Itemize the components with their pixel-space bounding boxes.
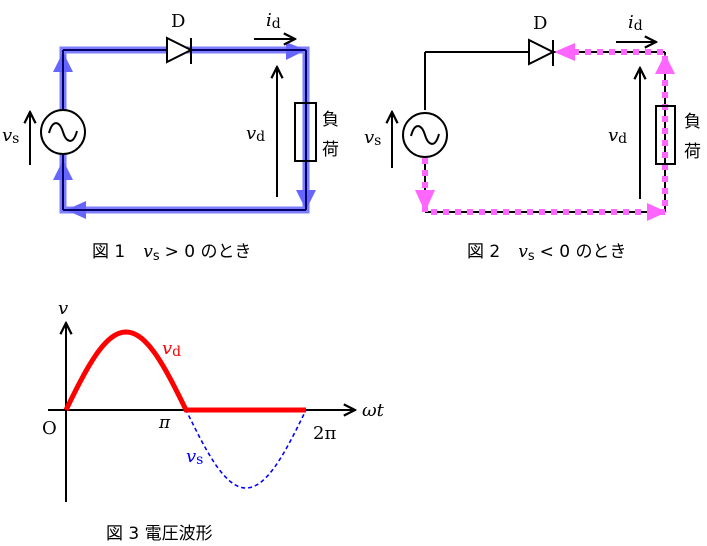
vd-series-line	[63, 329, 306, 413]
figure-3-caption: 図 3 電圧波形	[106, 524, 213, 544]
vd-label: vd	[246, 123, 265, 145]
ac-source-icon	[402, 112, 448, 158]
vd-label: vd	[608, 125, 627, 147]
x-axis-label: ωt	[362, 400, 385, 421]
flow-arrow-down	[415, 190, 435, 212]
vs-label: vs	[364, 127, 381, 149]
load-label-1: 負	[322, 110, 339, 130]
load-resistor-icon	[655, 105, 676, 165]
load-label-2: 荷	[322, 140, 339, 160]
load-label-1: 負	[684, 112, 701, 132]
current-path-highlight	[415, 43, 675, 221]
y-axis-label: v	[58, 298, 68, 319]
load-label-2: 荷	[684, 142, 701, 162]
ac-source-icon	[40, 109, 86, 155]
flow-arrow-right	[647, 203, 667, 221]
vd-series-label: vd	[162, 338, 181, 360]
id-label: id	[266, 10, 281, 32]
diode-label: D	[533, 13, 547, 34]
x-tick-label-2pi: 2π	[313, 423, 336, 444]
vs-label: vs	[2, 125, 19, 147]
x-tick-label-pi: π	[158, 413, 171, 433]
diode-label: D	[171, 11, 185, 32]
circuit-wires	[424, 51, 666, 213]
flow-arrow-left	[554, 43, 575, 61]
diode-icon	[166, 36, 194, 64]
vs-series-label: vs	[186, 446, 203, 468]
circuit-wires	[62, 49, 307, 211]
id-label: id	[628, 12, 643, 34]
load-resistor-icon	[294, 102, 317, 162]
diode-icon	[528, 38, 556, 66]
origin-label: O	[42, 418, 57, 439]
flow-arrow-up	[655, 54, 675, 74]
figure-3-waveform: v ωt O π 2π vd vs 図 3 電圧波形	[42, 298, 385, 544]
